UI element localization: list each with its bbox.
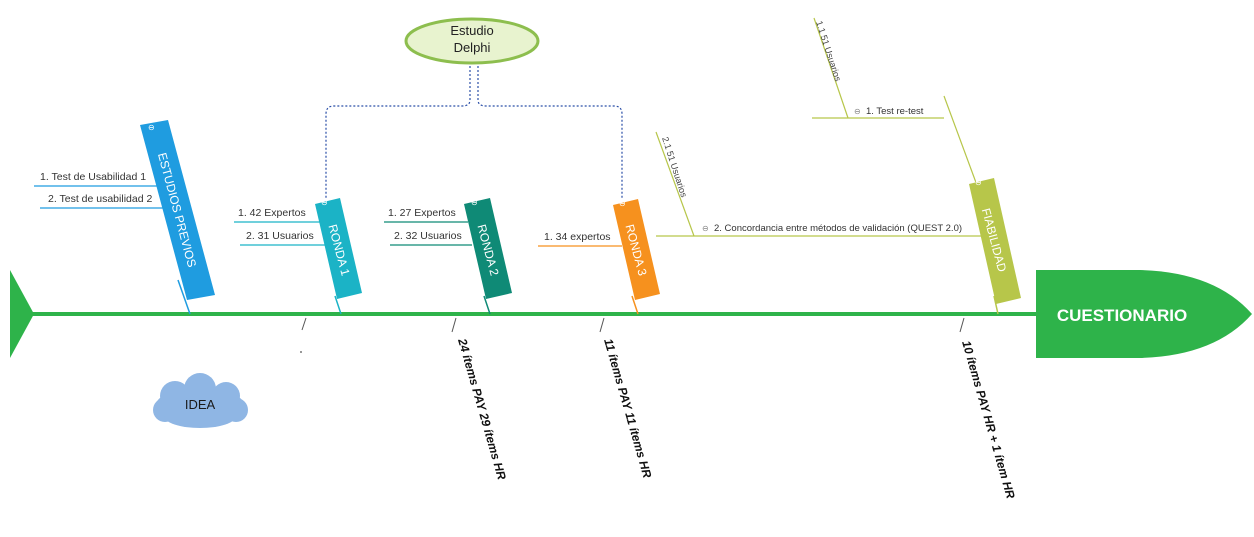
fiabilidad-subitem-2: 2.1 51 Usuarios	[660, 136, 689, 200]
estudios-item-1: 1. Test de Usabilidad 1	[40, 171, 146, 183]
spine-tail-arrow	[10, 270, 34, 358]
estudios-item-2: 2. Test de usabilidad 2	[48, 193, 152, 205]
spine-tick-2	[451, 317, 457, 333]
fiabilidad-subitem-1: 1.1 51 Usuarios	[814, 20, 843, 84]
ronda3-collapse-icon[interactable]: ⊖	[619, 199, 626, 208]
ronda2-item-1: 1. 27 Expertos	[388, 207, 456, 219]
ronda2-collapse-icon[interactable]: ⊖	[471, 198, 478, 207]
ronda-3-tag[interactable]	[613, 199, 660, 300]
fiabilidad-item-2-collapse-icon[interactable]: ⊖	[702, 224, 709, 233]
cuestionario-head[interactable]	[1036, 270, 1252, 358]
estudios-collapse-icon[interactable]: ⊖	[148, 123, 155, 132]
estudio-delphi-line1: Estudio	[450, 23, 493, 38]
estudio-delphi-oval[interactable]	[404, 17, 540, 65]
ronda2-item-2: 2. 32 Usuarios	[394, 230, 462, 242]
spine-tick-3	[599, 317, 605, 333]
idea-label: IDEA	[185, 397, 216, 412]
branch-ronda-3: 1. 34 expertos ⊖ RONDA 3	[538, 199, 660, 315]
idea-cloud[interactable]: IDEA	[153, 373, 248, 428]
branch-fiabilidad: ⊖ 1. Test re-test ⊖ 2. Concordancia entr…	[655, 17, 1021, 315]
estudios-previos-tag[interactable]	[140, 120, 215, 300]
annotation-fiabilidad: 10 ítems PAY HR + 1 ítem HR	[959, 339, 1018, 501]
ronda3-item-1: 1. 34 expertos	[544, 231, 611, 243]
fiabilidad-tag[interactable]	[969, 178, 1021, 304]
ronda1-item-1: 1. 42 Expertos	[238, 207, 306, 219]
annotation-ronda-3: 11 ítems PAY 11 ítems HR	[601, 337, 654, 480]
ronda-1-tag[interactable]	[315, 198, 362, 299]
fiabilidad-item-1: 1. Test re-test	[866, 106, 924, 117]
fiabilidad-item-2: 2. Concordancia entre métodos de validac…	[714, 223, 962, 234]
cuestionario-label: CUESTIONARIO	[1057, 306, 1187, 325]
branch-ronda-2: 1. 27 Expertos 2. 32 Usuarios ⊖ RONDA 2	[384, 198, 512, 315]
spine-dot	[300, 351, 302, 353]
estudio-delphi-line2: Delphi	[454, 40, 491, 55]
branch-ronda-1: 1. 42 Expertos 2. 31 Usuarios ⊖ RONDA 1	[234, 198, 362, 315]
spine-tick-4	[959, 317, 965, 333]
ronda-2-tag[interactable]	[464, 198, 512, 299]
fiabilidad-collapse-icon[interactable]: ⊖	[975, 178, 982, 187]
annotation-ronda-2: 24 ítems PAY 29 ítems HR	[455, 336, 509, 482]
ronda1-item-2: 2. 31 Usuarios	[246, 230, 314, 242]
ronda1-collapse-icon[interactable]: ⊖	[321, 198, 328, 207]
spine-tick-1	[301, 317, 307, 331]
fiabilidad-item-1-collapse-icon[interactable]: ⊖	[854, 107, 861, 116]
delphi-connector	[325, 62, 623, 198]
branch-estudios-previos: 1. Test de Usabilidad 1 2. Test de usabi…	[34, 120, 215, 315]
